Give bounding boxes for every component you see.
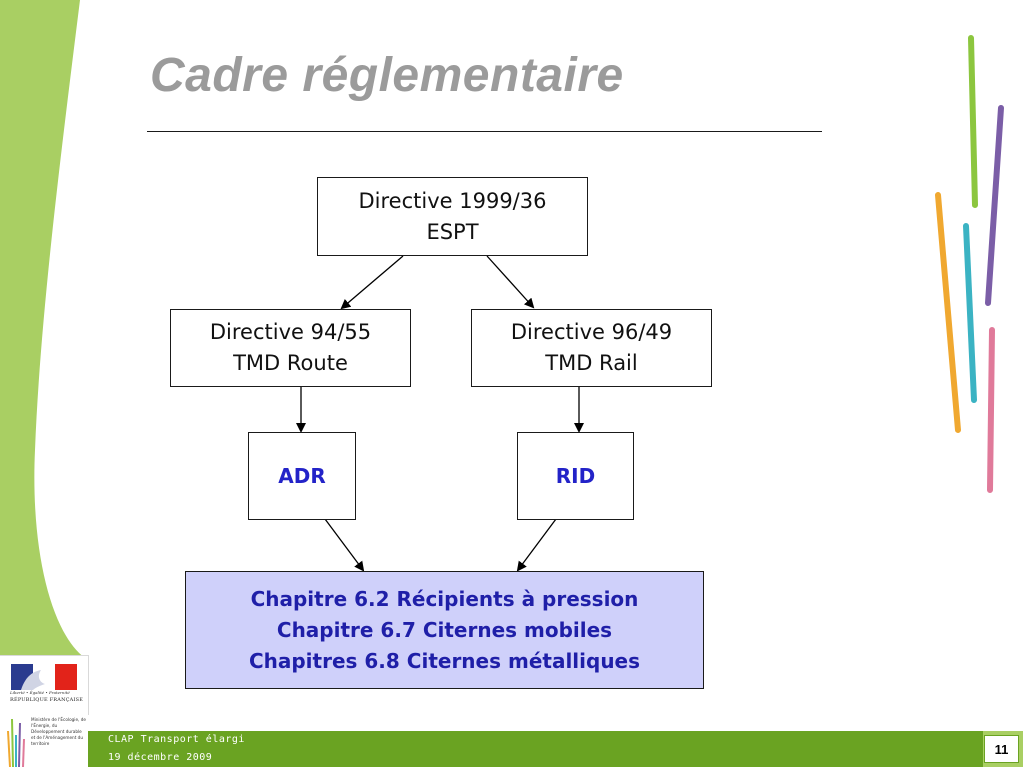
slide-title: Cadre réglementaire: [150, 49, 624, 102]
deco-stroke-pink: [987, 327, 995, 493]
box-rid-label: RID: [555, 463, 596, 488]
box-rid: RID: [517, 432, 634, 520]
box-right-line2: TMD Rail: [545, 351, 638, 375]
deco-stroke-orange: [935, 192, 961, 433]
arrow-adr-to-chapters: [324, 518, 365, 572]
deco-stroke-green: [968, 35, 978, 208]
deco-stroke-teal: [963, 223, 977, 403]
chapter-6-2: Chapitre 6.2 Récipients à pression: [250, 586, 639, 611]
left-green-band: [0, 0, 88, 660]
deco-stroke-purple: [985, 105, 1004, 306]
title-underline: [147, 131, 822, 132]
ministry-name: Ministère de l'Écologie, de l'Énergie, d…: [31, 717, 86, 746]
box-directive-94-55: Directive 94/55 TMD Route: [170, 309, 411, 387]
box-directive-1999-36: Directive 1999/36 ESPT: [317, 177, 588, 256]
logo-motto: Liberté • Égalité • Fraternité: [10, 690, 70, 695]
box-top-line2: ESPT: [426, 219, 479, 244]
box-adr: ADR: [248, 432, 356, 520]
logo-republique: RÉPUBLIQUE FRANÇAISE: [10, 697, 84, 703]
arrow-top-to-right: [486, 255, 535, 309]
box-directive-96-49: Directive 96/49 TMD Rail: [471, 309, 712, 387]
box-top-line1: Directive 1999/36: [358, 188, 547, 213]
arrow-top-to-left: [340, 255, 404, 310]
box-right-line1: Directive 96/49: [510, 320, 673, 344]
box-left-line1: Directive 94/55: [209, 320, 372, 344]
marianne-flag-icon: [11, 664, 77, 690]
arrow-rid-to-chapters: [516, 518, 557, 572]
ministry-stripes-icon: [7, 718, 25, 767]
footer-event: CLAP Transport élargi: [108, 734, 245, 745]
ministry-logo: Ministère de l'Écologie, de l'Énergie, d…: [0, 713, 88, 767]
footer-date: 19 décembre 2009: [108, 752, 213, 763]
chapter-6-8: Chapitres 6.8 Citernes métalliques: [248, 648, 641, 673]
republique-francaise-logo: Liberté • Égalité • Fraternité RÉPUBLIQU…: [0, 655, 89, 715]
box-chapters: Chapitre 6.2 Récipients à pression Chapi…: [185, 571, 704, 689]
page-number: 11: [984, 735, 1019, 763]
box-left-line2: TMD Route: [233, 351, 348, 375]
chapter-6-7: Chapitre 6.7 Citernes mobiles: [276, 617, 613, 642]
footer-bar-dark: [88, 731, 983, 767]
box-adr-label: ADR: [278, 463, 326, 488]
